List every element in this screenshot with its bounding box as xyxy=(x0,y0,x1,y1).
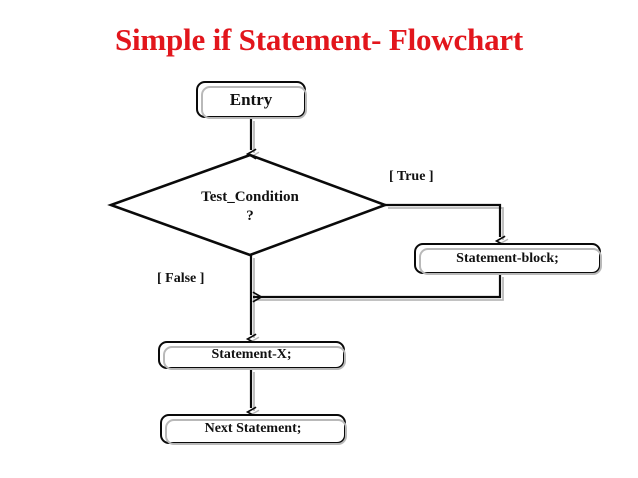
node-next-statement-label: Next Statement; xyxy=(204,421,302,436)
node-statement-block-label: Statement-block; xyxy=(456,250,559,266)
edge-statement-block-to-merge xyxy=(252,274,502,303)
node-statement-x-label: Statement-X; xyxy=(211,347,292,362)
edge-label-true: [ True ] xyxy=(389,169,434,184)
page-title: Simple if Statement- Flowchart xyxy=(114,22,524,57)
decision-diamond xyxy=(107,153,389,257)
edge-condition-true-to-statement-block xyxy=(385,203,506,247)
node-statement-block[interactable]: Statement-block; xyxy=(414,243,602,275)
node-next-statement[interactable]: Next Statement; xyxy=(160,414,347,445)
node-entry-shadow xyxy=(201,86,307,119)
connector-layer xyxy=(245,118,506,418)
node-statement-block-shadow xyxy=(419,248,602,275)
edge-label-false: [ False ] xyxy=(157,271,205,286)
node-statement-x[interactable]: Statement-X; xyxy=(158,341,346,370)
node-entry-label: Entry xyxy=(229,89,273,109)
node-entry[interactable]: Entry xyxy=(196,81,307,119)
